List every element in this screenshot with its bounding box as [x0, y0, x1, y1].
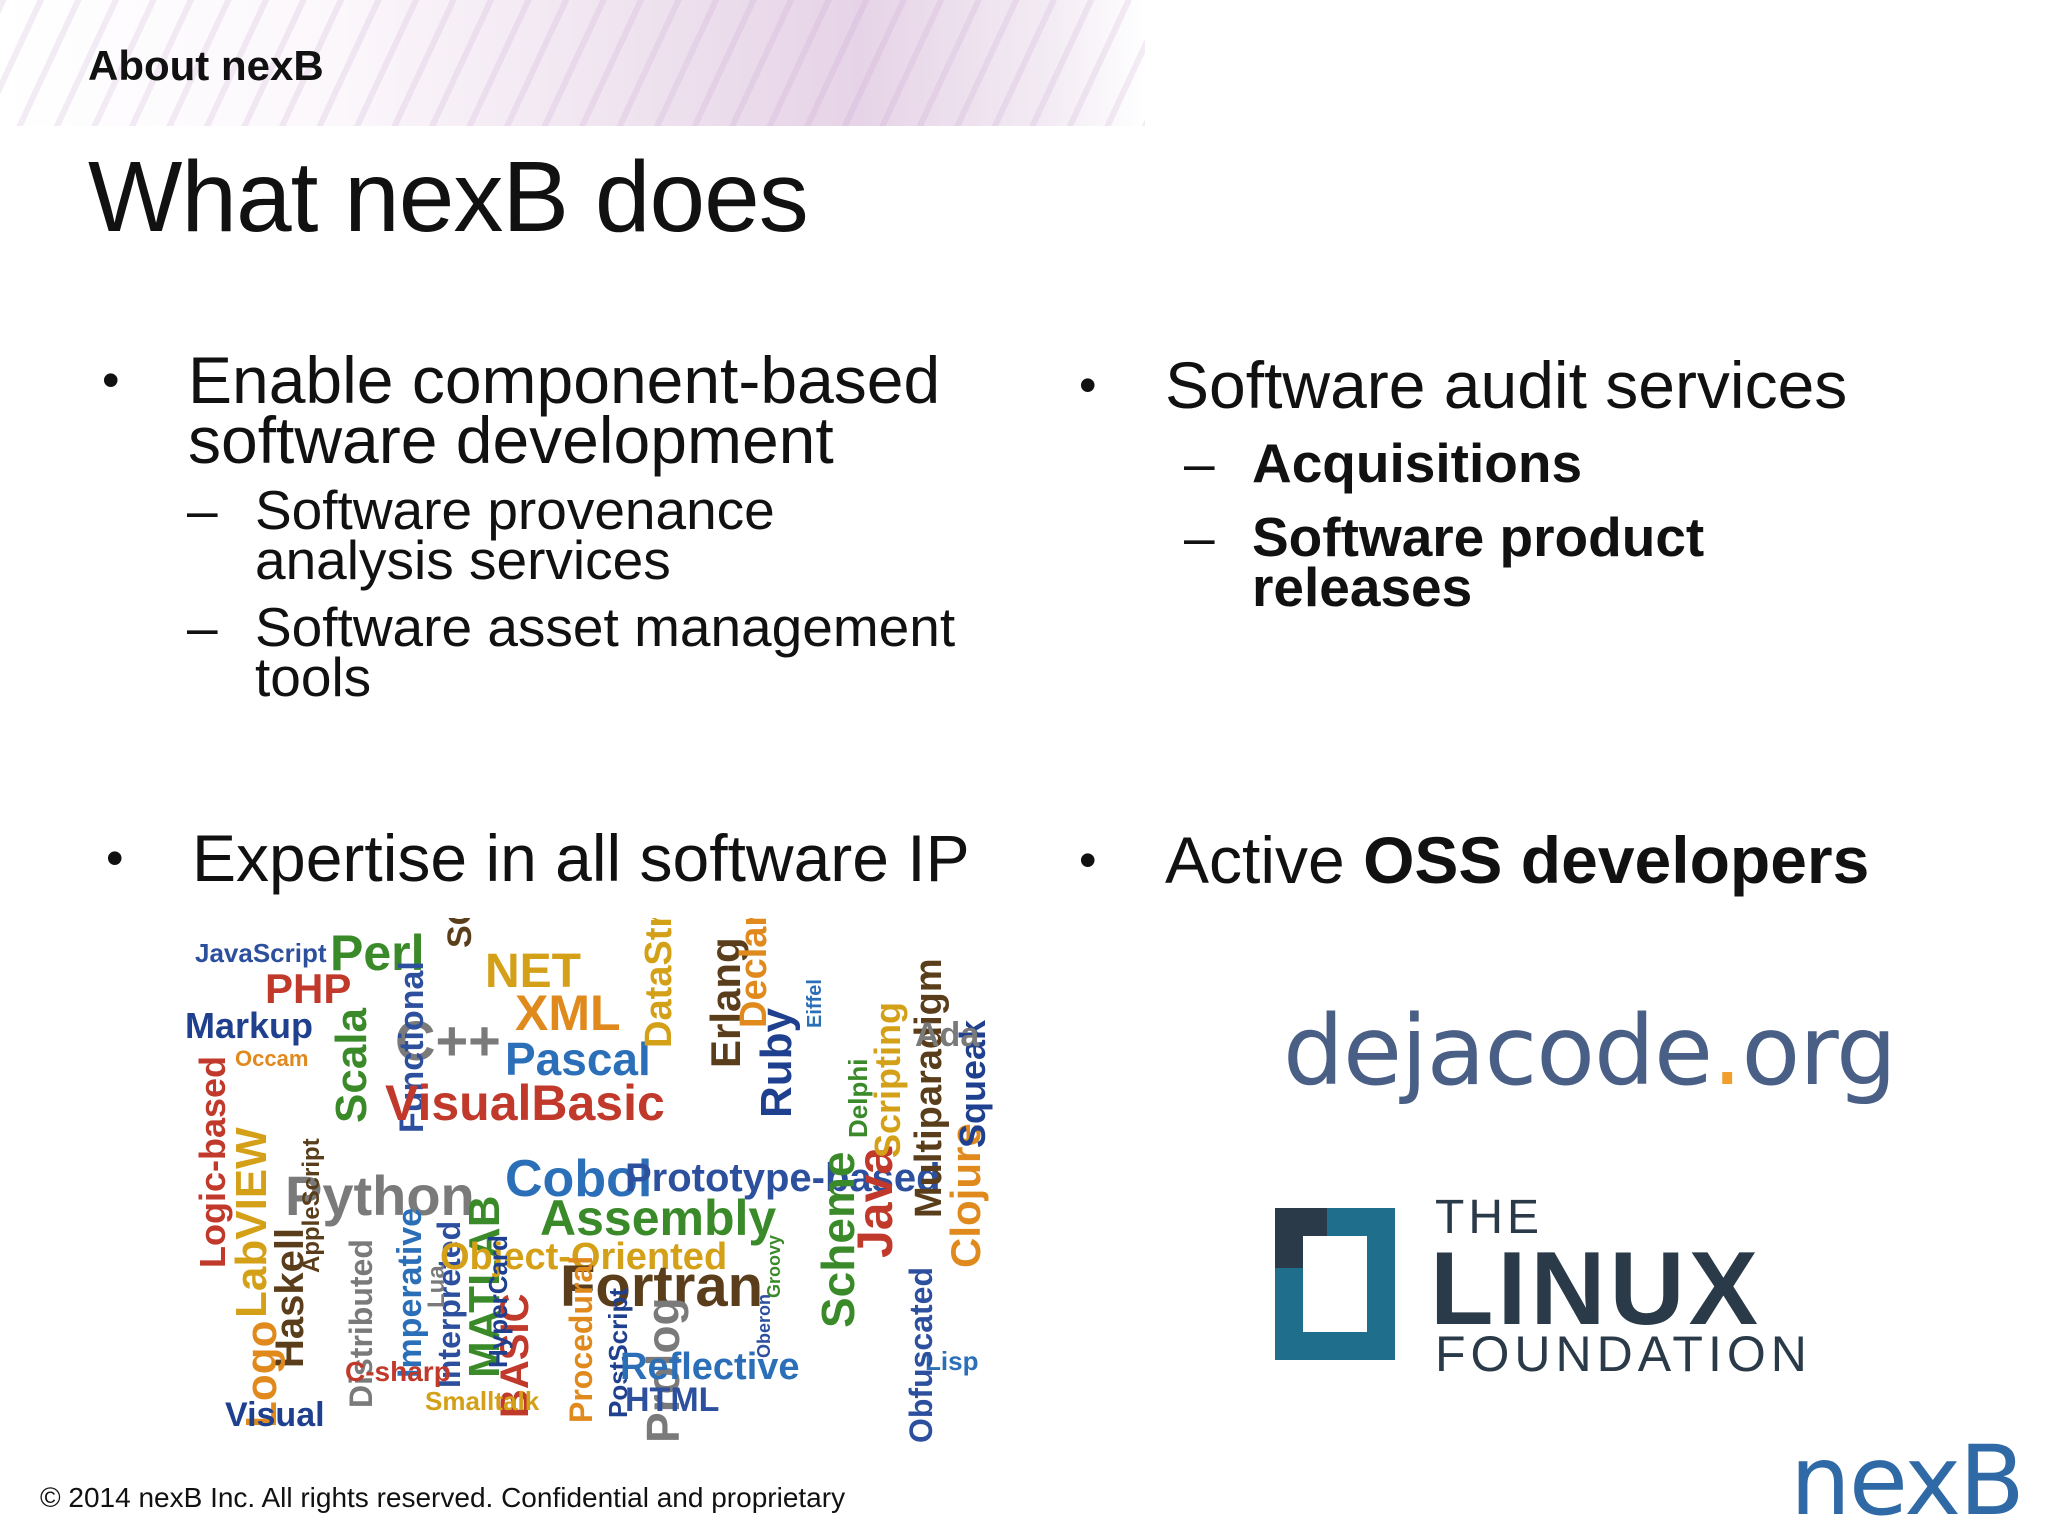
sub-product-releases: – Software product releases	[1184, 506, 1705, 618]
bullet-audit-services: • Software audit services	[1079, 348, 1848, 422]
nexb-logo: nexB	[1790, 1425, 2025, 1537]
bullet-line: software development	[188, 403, 834, 477]
word-cloud-term: Scripting	[867, 1001, 908, 1158]
dejacode-logo: dejacode.org	[1283, 995, 1897, 1107]
sub-line: analysis services	[255, 529, 671, 591]
dash-icon: –	[1184, 506, 1215, 568]
sub-line: tools	[255, 646, 372, 708]
bullet-line: Active OSS developers	[1165, 827, 1869, 893]
dash-icon: –	[187, 596, 218, 658]
bullet-line: Enable component-based	[188, 343, 941, 417]
oss-prefix: Active	[1165, 823, 1364, 897]
word-cloud-term: SQL	[441, 918, 479, 948]
sub-acquisitions: – Acquisitions	[1184, 432, 1583, 494]
section-label: About nexB	[88, 42, 324, 89]
dejacode-main: dejacode	[1283, 995, 1713, 1107]
word-cloud-term: Smalltalk	[425, 1386, 540, 1416]
word-cloud-term: Scala	[327, 1008, 376, 1123]
word-cloud-term: HTML	[625, 1381, 720, 1419]
word-cloud-term: Assembly	[540, 1190, 777, 1246]
dejacode-tld: org	[1741, 995, 1897, 1107]
word-cloud-term: HyperCard	[483, 1235, 513, 1368]
word-cloud-term: Java	[847, 1146, 903, 1258]
linux-foundation-logo: THE LINUX FOUNDATION	[1275, 1190, 1815, 1382]
bullet-dot-icon: •	[1079, 357, 1097, 413]
footer-copyright: © 2014 nexB Inc. All rights reserved. Co…	[40, 1482, 846, 1513]
word-cloud-term: VisualBasic	[385, 1075, 665, 1131]
word-cloud-term: Obfuscated	[903, 1266, 939, 1443]
word-cloud-term: Pascal	[505, 1033, 651, 1085]
word-cloud-term: Eiffel	[804, 979, 826, 1028]
word-cloud-term: Logic-based	[192, 1055, 233, 1268]
word-cloud-term: Prototype-based	[625, 1156, 941, 1200]
word-cloud-term: Lisp	[925, 1346, 979, 1376]
bullet-expertise: • Expertise in all software IP	[106, 821, 970, 895]
word-cloud-term: Python	[285, 1164, 475, 1227]
word-cloud-term: Object-Oriented	[440, 1236, 728, 1278]
oss-bold: OSS developers	[1363, 823, 1870, 897]
word-cloud-term: AppleScript	[298, 1138, 325, 1273]
word-cloud-term: Occam	[235, 1046, 309, 1071]
word-cloud-term: C++	[395, 1009, 501, 1072]
word-cloud-term: C-sharp	[345, 1356, 451, 1387]
word-cloud-term: Perl	[330, 925, 425, 981]
dash-icon: –	[187, 479, 218, 541]
sub-line: Software product	[1252, 506, 1705, 568]
linux-linux: LINUX	[1430, 1231, 1762, 1347]
bullet-dot-icon: •	[102, 352, 120, 408]
slide-title: What nexB does	[88, 141, 809, 253]
word-cloud-term: PHP	[265, 965, 352, 1012]
sub-asset-management: – Software asset management tools	[187, 596, 956, 708]
bullet-dot-icon: •	[1079, 832, 1097, 888]
bullet-oss-developers: • Active OSS developers	[1079, 827, 1869, 893]
dejacode-dot: .	[1712, 995, 1742, 1107]
sub-line: releases	[1252, 556, 1473, 618]
word-cloud-term: Groovy	[764, 1234, 784, 1298]
word-cloud-term: Ruby	[752, 1008, 801, 1118]
bullet-component-based: • Enable component-based software develo…	[102, 343, 941, 477]
dash-icon: –	[1184, 432, 1215, 494]
word-cloud-term: Imperative	[391, 1207, 429, 1378]
word-cloud-term: Delphi	[843, 1058, 873, 1138]
word-cloud-term: XML	[515, 985, 621, 1041]
word-cloud-term: Reflective	[620, 1346, 800, 1388]
word-cloud-term: Markup	[185, 1005, 314, 1046]
word-cloud-term: Ada	[915, 1016, 980, 1054]
word-cloud-term: Procedural	[563, 1255, 599, 1423]
sub-provenance: – Software provenance analysis services	[187, 479, 775, 591]
linux-foundation-mark-icon	[1275, 1208, 1395, 1360]
word-cloud-term: Lua	[423, 1265, 450, 1308]
word-cloud-term: NET	[485, 945, 581, 998]
bullet-line: Software audit services	[1165, 348, 1848, 422]
sub-line: Acquisitions	[1252, 432, 1583, 494]
word-cloud-term: Oberon	[754, 1293, 774, 1358]
word-cloud-term: DataStructured	[638, 918, 680, 1048]
header-band	[0, 0, 1145, 126]
word-cloud-term: Visual	[225, 1396, 325, 1434]
word-cloud-term: Fortran	[560, 1254, 763, 1319]
bullet-line: Expertise in all software IP	[192, 821, 970, 895]
sub-line: Software provenance	[255, 479, 775, 541]
word-cloud-term: JavaScript	[195, 938, 327, 968]
bullet-dot-icon: •	[106, 830, 124, 886]
sub-line: Software asset management	[255, 596, 956, 658]
linux-the: THE	[1435, 1191, 1543, 1244]
word-cloud-term: Cobol	[505, 1150, 653, 1208]
linux-foundation-text: FOUNDATION	[1435, 1326, 1812, 1382]
